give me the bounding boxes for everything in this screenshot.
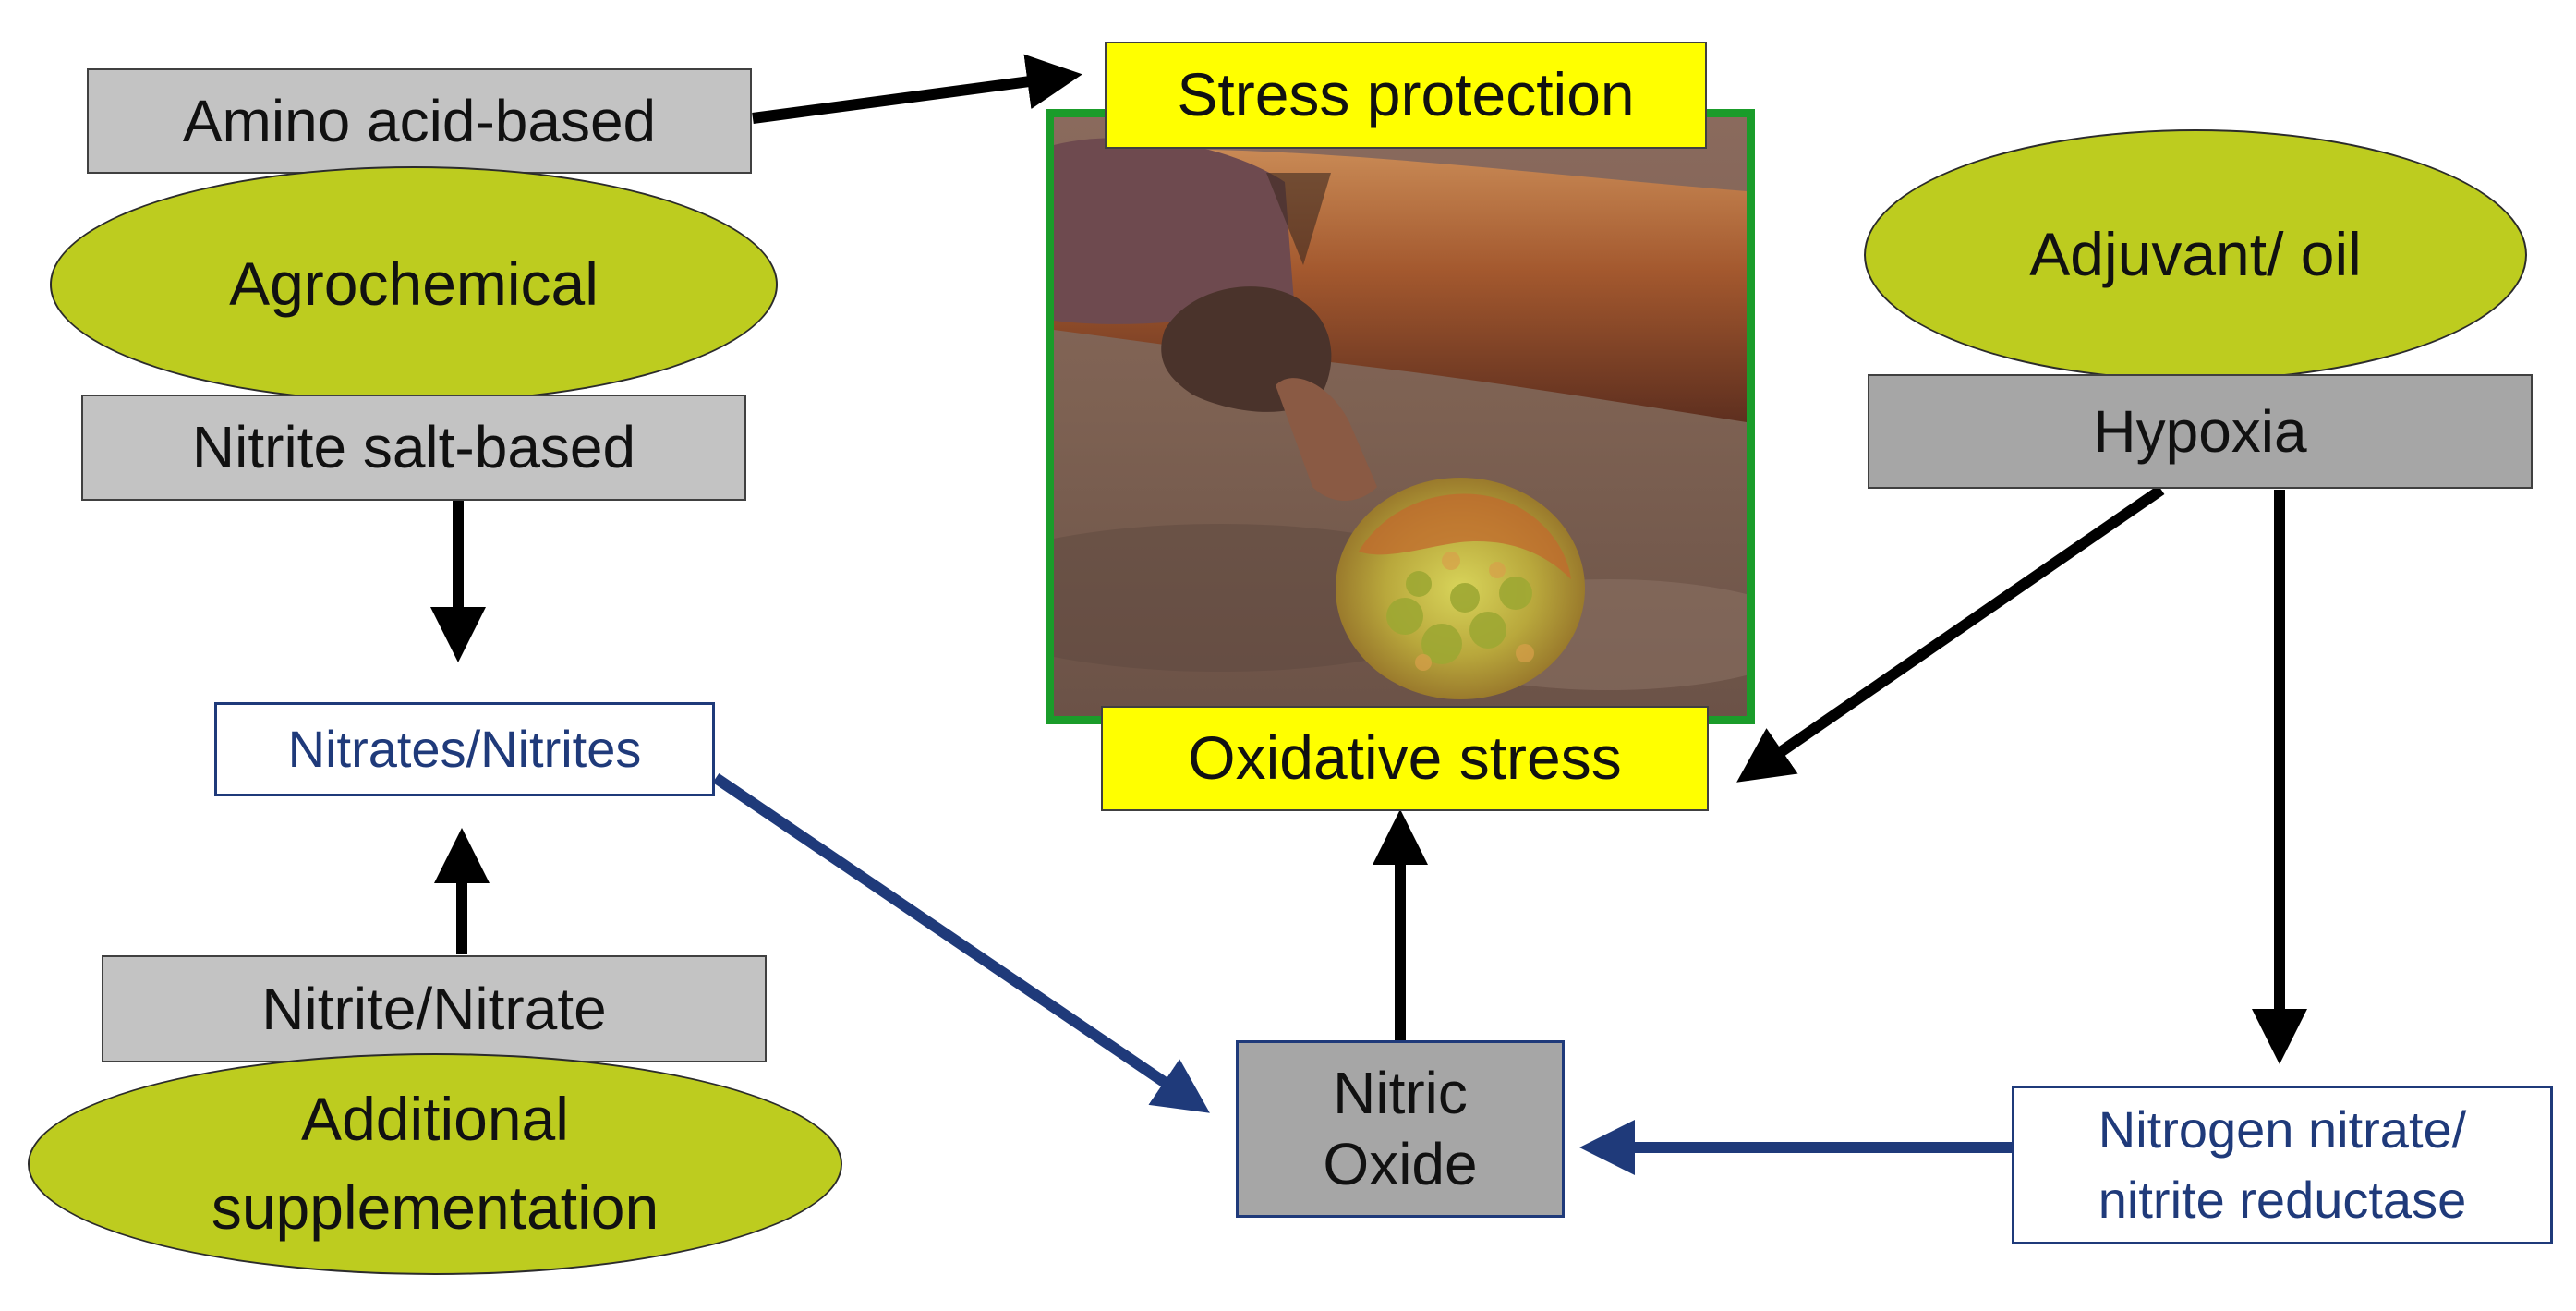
- additional-supplementation-label: Additional supplementation: [212, 1075, 659, 1252]
- additional-supplementation-ellipse: Additional supplementation: [28, 1053, 842, 1275]
- additional-supplementation-line1: Additional: [301, 1085, 569, 1154]
- nitrite-nitrate-box: Nitrite/Nitrate: [102, 955, 767, 1062]
- oxidative-stress-box: Oxidative stress: [1101, 706, 1709, 811]
- additional-supplementation-line2: supplementation: [211, 1173, 659, 1242]
- nitrogen-reductase-line2: nitrite reductase: [2098, 1171, 2467, 1229]
- nitric-oxide-line2: Oxide: [1323, 1131, 1478, 1197]
- agrochemical-label: Agrochemical: [229, 249, 599, 319]
- arrow-nitrates-to-nitric-oxide: [712, 773, 1210, 1113]
- hypoxia-label: Hypoxia: [2093, 397, 2307, 465]
- nitrogen-reductase-line1: Nitrogen nitrate/: [2098, 1100, 2467, 1159]
- hypoxia-box: Hypoxia: [1868, 374, 2533, 489]
- agrochemical-ellipse: Agrochemical: [50, 166, 778, 403]
- nitric-oxide-label: Nitric Oxide: [1323, 1058, 1477, 1200]
- nitrogen-reductase-label: Nitrogen nitrate/ nitrite reductase: [2098, 1095, 2466, 1234]
- adjuvant-oil-label: Adjuvant/ oil: [2029, 220, 2362, 289]
- nitrite-nitrate-label: Nitrite/Nitrate: [261, 975, 607, 1042]
- arrow-amino-to-stress-protection: [752, 54, 1082, 124]
- bud-photo: [1046, 109, 1755, 724]
- stress-protection-label: Stress protection: [1177, 60, 1635, 129]
- bud-photo-illustration: [1054, 117, 1747, 716]
- adjuvant-oil-ellipse: Adjuvant/ oil: [1864, 129, 2527, 381]
- nitrates-nitrites-box: Nitrates/Nitrites: [214, 702, 715, 796]
- oxidative-stress-label: Oxidative stress: [1188, 723, 1622, 793]
- nitric-oxide-line1: Nitric: [1333, 1060, 1468, 1127]
- nitrite-salt-based-box: Nitrite salt-based: [81, 395, 746, 501]
- amino-acid-based-label: Amino acid-based: [182, 87, 657, 154]
- nitrates-nitrites-label: Nitrates/Nitrites: [287, 720, 642, 779]
- stress-protection-box: Stress protection: [1105, 42, 1707, 149]
- nitric-oxide-box: Nitric Oxide: [1236, 1040, 1565, 1218]
- nitrite-salt-based-label: Nitrite salt-based: [191, 414, 636, 481]
- amino-acid-based-box: Amino acid-based: [87, 68, 752, 174]
- nitrogen-reductase-box: Nitrogen nitrate/ nitrite reductase: [2012, 1086, 2553, 1244]
- arrow-hypoxia-to-oxidative-stress: [1736, 485, 2165, 783]
